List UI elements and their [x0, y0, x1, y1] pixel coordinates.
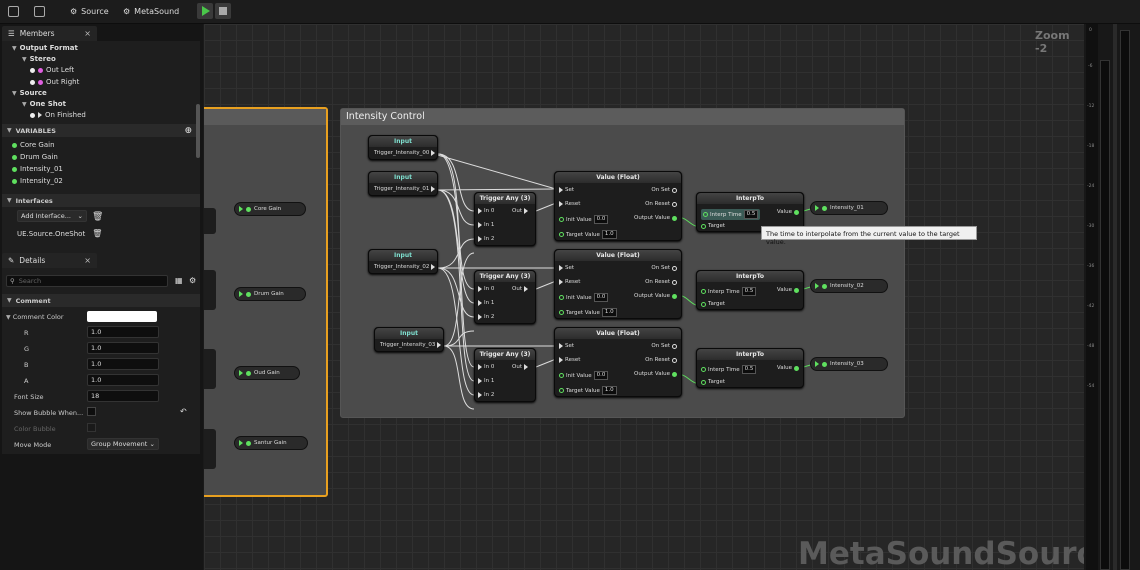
table-icon[interactable]: ▦ — [175, 276, 183, 285]
interfaces-header[interactable]: ▼Interfaces — [2, 194, 200, 207]
play-button[interactable] — [197, 3, 213, 19]
output-node-santur-gain[interactable]: Santur Gain — [234, 436, 308, 450]
trash-icon[interactable]: 🗑 — [92, 212, 104, 222]
output-node-intensity-03[interactable]: Intensity_03 — [810, 357, 888, 371]
chevron-down-icon: ⌄ — [149, 440, 155, 448]
show-bubble-label: Show Bubble When... — [14, 409, 84, 417]
variables-header[interactable]: ▼VARIABLES⊕ — [2, 124, 200, 137]
node-stub — [204, 349, 216, 389]
variable-item[interactable]: Core Gain — [12, 141, 55, 149]
input-node[interactable]: Input Trigger_Intensity_03 — [374, 327, 444, 352]
pencil-icon: ✎ — [8, 256, 15, 265]
tab-details[interactable]: ✎Details× — [2, 253, 97, 268]
output-node-drum-gain[interactable]: Drum Gain — [234, 287, 306, 301]
meter-left — [1100, 60, 1110, 570]
a-label: A — [24, 377, 29, 385]
show-bubble-checkbox[interactable] — [87, 407, 96, 416]
comment-color-label: ▼ Comment Color — [6, 313, 64, 321]
add-interface-dropdown[interactable]: Add Interface...⌄ — [17, 210, 87, 222]
chevron-down-icon: ⌄ — [77, 212, 83, 220]
meter-ruler: 0 -6 -12 -18 -24 -30 -36 -42 -48 -54 — [1086, 24, 1098, 570]
comment-title: Intensity Control — [341, 109, 904, 125]
comment-header[interactable]: ▼Comment — [2, 294, 200, 307]
gear-icon: ⚙ — [70, 7, 78, 16]
input-node[interactable]: Input Trigger_Intensity_02 — [368, 249, 438, 274]
out-right-item[interactable]: Out Right — [30, 78, 79, 86]
variable-item[interactable]: Intensity_01 — [12, 165, 63, 173]
stop-button[interactable] — [215, 3, 231, 19]
node-stub — [204, 208, 216, 234]
variable-item[interactable]: Intensity_02 — [12, 177, 63, 185]
move-mode-label: Move Mode — [14, 441, 52, 449]
meter-divider — [1113, 24, 1117, 570]
tooltip: The time to interpolate from the current… — [761, 226, 977, 246]
on-finished-item[interactable]: On Finished — [30, 111, 86, 119]
g-field[interactable]: 1.0 — [87, 342, 159, 354]
input-node[interactable]: Input Trigger_Intensity_00 — [368, 135, 438, 160]
zoom-label: Zoom -2 — [1035, 29, 1070, 55]
scrollbar[interactable] — [196, 104, 200, 158]
trigger-any-node[interactable]: Trigger Any (3) In 0 Out In 1 In 2 — [474, 348, 536, 402]
selected-comment-box[interactable] — [204, 107, 328, 497]
font-size-field[interactable]: 18 — [87, 390, 159, 402]
close-icon[interactable]: × — [84, 256, 91, 265]
a-field[interactable]: 1.0 — [87, 374, 159, 386]
one-shot-item[interactable]: ▼One Shot — [22, 100, 66, 108]
output-format-item[interactable]: ▼Output Format — [12, 44, 78, 52]
search-input[interactable]: ⚲Search — [6, 275, 168, 287]
watermark: MetaSoundSource — [798, 536, 1084, 570]
trigger-any-node[interactable]: Trigger Any (3) In 0 Out In 1 In 2 — [474, 270, 536, 324]
variable-item[interactable]: Drum Gain — [12, 153, 58, 161]
meter-right — [1120, 30, 1130, 570]
output-node-core-gain[interactable]: Core Gain — [234, 202, 306, 216]
input-node[interactable]: Input Trigger_Intensity_01 — [368, 171, 438, 196]
members-panel — [2, 41, 200, 281]
r-label: R — [24, 329, 29, 337]
toolbar: ⚙Source ⚙MetaSound — [0, 0, 1140, 24]
stereo-item[interactable]: ▼Stereo — [22, 55, 56, 63]
search-icon: ⚲ — [10, 277, 15, 285]
font-size-label: Font Size — [14, 393, 44, 401]
output-node-intensity-02[interactable]: Intensity_02 — [810, 279, 888, 293]
move-mode-dropdown[interactable]: Group Movement⌄ — [87, 438, 159, 450]
trigger-any-node[interactable]: Trigger Any (3) In 0 Out In 1 In 2 — [474, 192, 536, 246]
gear-icon[interactable]: ⚙ — [189, 276, 197, 285]
tab-members[interactable]: ☰Members× — [2, 26, 97, 41]
node-stub — [204, 429, 216, 469]
graph-canvas[interactable]: Zoom -2 Core Gain Drum Gain Oud Gain San… — [204, 24, 1084, 570]
b-field[interactable]: 1.0 — [87, 358, 159, 370]
b-label: B — [24, 361, 29, 369]
interface-item[interactable]: UE.Source.OneShot🗑 — [17, 229, 103, 238]
reset-icon[interactable]: ↶ — [180, 407, 187, 416]
members-icon: ☰ — [8, 29, 15, 38]
r-field[interactable]: 1.0 — [87, 326, 159, 338]
browse-icon[interactable] — [34, 3, 45, 20]
close-icon[interactable]: × — [84, 29, 91, 38]
add-icon[interactable]: ⊕ — [184, 125, 192, 136]
color-bubble-checkbox[interactable] — [87, 423, 96, 432]
output-node-oud-gain[interactable]: Oud Gain — [234, 366, 300, 380]
out-left-item[interactable]: Out Left — [30, 66, 74, 74]
output-node-intensity-01[interactable]: Intensity_01 — [810, 201, 888, 215]
meter-panel: 0 -6 -12 -18 -24 -30 -36 -42 -48 -54 — [1084, 24, 1140, 570]
g-label: G — [24, 345, 30, 353]
trash-icon[interactable]: 🗑 — [92, 229, 103, 238]
gear-icon: ⚙ — [123, 7, 131, 16]
metasound-button[interactable]: ⚙MetaSound — [123, 7, 180, 16]
comment-title-bar — [204, 109, 326, 125]
left-panel: ☰Members× ▼Output Format ▼Stereo Out Lef… — [0, 24, 203, 570]
color-bubble-label: Color Bubble — [14, 425, 56, 433]
color-swatch[interactable] — [87, 311, 157, 322]
source-button[interactable]: ⚙Source — [70, 7, 109, 16]
save-icon[interactable] — [8, 3, 19, 20]
node-stub — [204, 270, 216, 310]
source-item[interactable]: ▼Source — [12, 89, 47, 97]
